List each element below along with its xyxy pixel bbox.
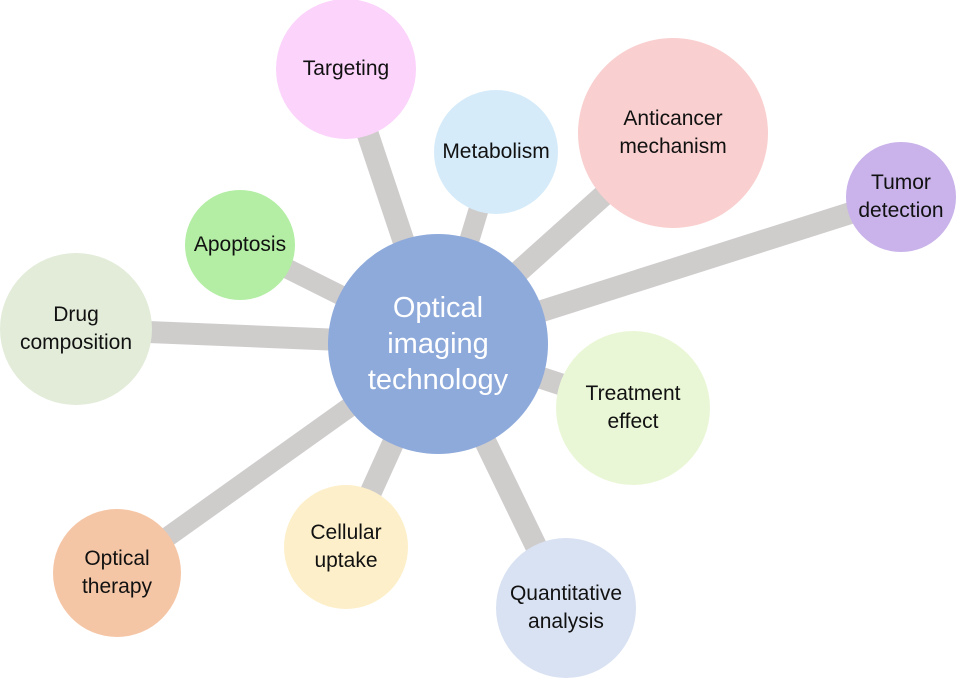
- node-label-metabolism: Metabolism: [442, 140, 550, 164]
- center-node-label: Optical imaging technology: [367, 291, 509, 397]
- node-tumor-detection: Tumor detection: [846, 142, 956, 252]
- node-drug-composition: Drug composition: [0, 253, 152, 405]
- node-label-apoptosis: Apoptosis: [193, 233, 287, 257]
- node-targeting: Targeting: [276, 0, 416, 139]
- node-quantitative-analysis: Quantitative analysis: [496, 538, 636, 678]
- node-label-quantitative-analysis: Quantitative analysis: [509, 582, 623, 633]
- node-label-targeting: Targeting: [302, 57, 390, 81]
- node-label-drug-composition: Drug composition: [19, 303, 133, 354]
- node-label-cellular-uptake: Cellular uptake: [310, 521, 382, 572]
- node-label-optical-therapy: Optical therapy: [81, 547, 153, 598]
- node-label-tumor-detection: Tumor detection: [858, 171, 944, 222]
- node-treatment-effect: Treatment effect: [556, 331, 710, 485]
- node-apoptosis: Apoptosis: [185, 190, 295, 300]
- node-optical-therapy: Optical therapy: [53, 509, 181, 637]
- node-cellular-uptake: Cellular uptake: [284, 485, 408, 609]
- node-metabolism: Metabolism: [434, 90, 558, 214]
- node-label-treatment-effect: Treatment effect: [585, 382, 681, 433]
- node-label-anticancer-mechanism: Anticancer mechanism: [619, 107, 727, 158]
- node-anticancer-mechanism: Anticancer mechanism: [578, 38, 768, 228]
- center-node: Optical imaging technology: [328, 234, 548, 454]
